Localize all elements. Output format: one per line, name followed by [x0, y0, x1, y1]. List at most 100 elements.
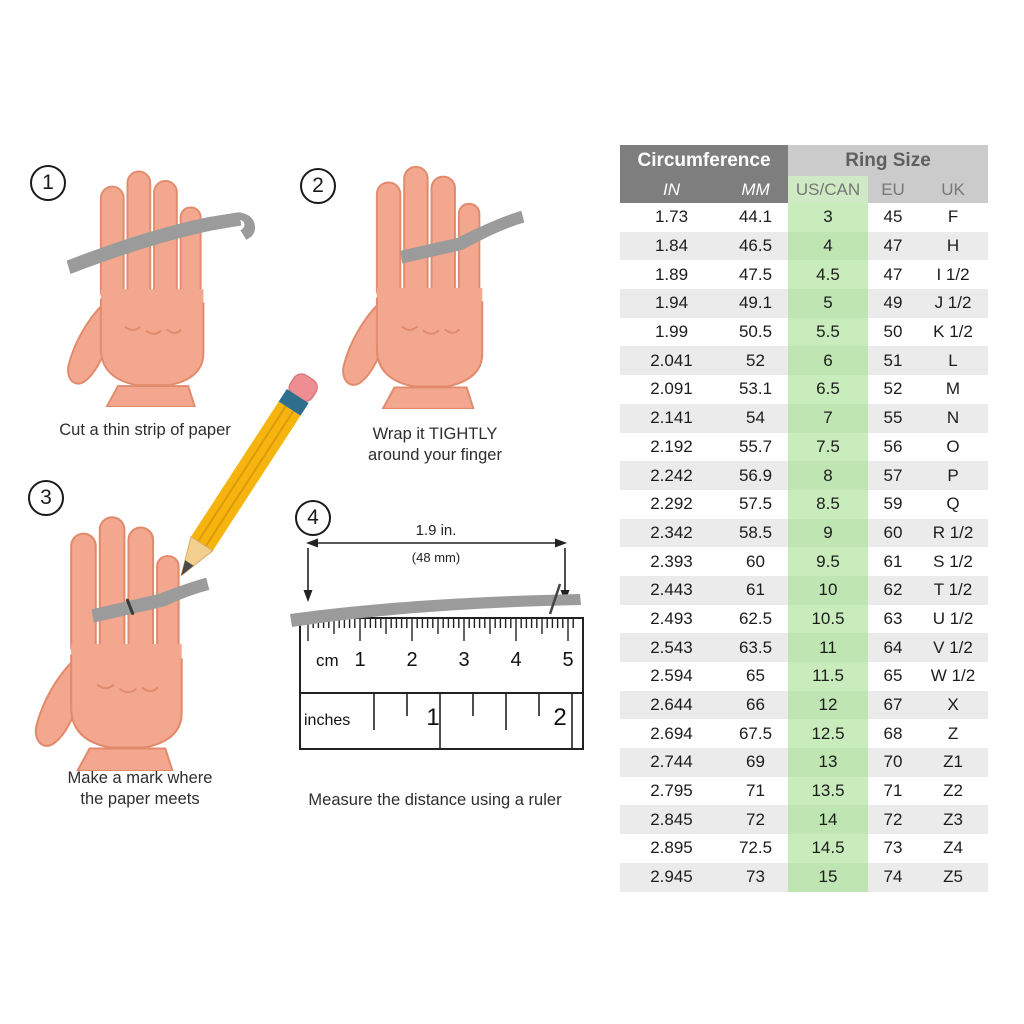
cell-uk: Z4 [943, 838, 963, 858]
paper-strip [66, 212, 242, 274]
paper-strip-wrap [400, 237, 463, 264]
cell-eu: 62 [868, 575, 918, 605]
cell-uscan: 5.5 [788, 317, 868, 347]
cell-uscan: 13 [788, 748, 868, 777]
cell-uk: V 1/2 [918, 633, 989, 662]
cell-in: 2.845 [620, 805, 723, 835]
cell-eu: 71 [883, 781, 903, 801]
cell-uscan: 7 [788, 403, 868, 433]
cell-uscan: 4 [788, 231, 868, 261]
pencil-ferrule [278, 389, 309, 416]
cell-mm: 66 [723, 690, 788, 720]
inch-number: 2 [553, 704, 566, 731]
cell-mm: 60 [746, 551, 765, 571]
pencil-body [190, 401, 301, 551]
length-label-mm: (48 mm) [412, 550, 460, 565]
cell-mm: 52 [723, 346, 788, 376]
cell-mm: 58.5 [723, 518, 788, 548]
ruler-inch-section [299, 692, 584, 750]
ruler-cm-section [299, 617, 584, 694]
cell-in: 2.644 [620, 690, 723, 720]
step-1-hand-illustration [66, 170, 255, 407]
cell-uscan: 12.5 [788, 719, 868, 749]
cell-uscan: 10.5 [788, 604, 868, 634]
cell-uk: W 1/2 [930, 666, 976, 686]
step-3-number: 3 [40, 486, 52, 509]
cell-uk: S 1/2 [933, 551, 973, 571]
table-column-header-row: IN MM US/CAN EU UK [620, 176, 989, 203]
cell-uscan: 8.5 [788, 489, 868, 519]
pencil-illustration [180, 373, 318, 577]
cell-mm: 61 [723, 575, 788, 605]
cell-in: 2.945 [620, 862, 723, 892]
cell-uk: T 1/2 [918, 575, 989, 605]
cell-mm: 46.5 [723, 231, 788, 261]
cell-uscan: 7.5 [788, 432, 868, 462]
cell-mm: 62.5 [738, 608, 773, 628]
cell-mm: 47.5 [738, 264, 773, 284]
cell-uk: Z3 [918, 805, 989, 835]
cell-uscan: 9.5 [788, 547, 868, 576]
cell-uk: Z5 [918, 862, 989, 892]
cell-uk: L [918, 346, 989, 376]
cell-in: 2.091 [650, 379, 693, 399]
step-4-caption: Measure the distance using a ruler [308, 791, 562, 809]
hand-icon [342, 165, 484, 409]
cm-number: 5 [562, 649, 573, 671]
cell-mm: 44.1 [738, 207, 773, 227]
cell-uscan: 6.5 [788, 375, 868, 404]
cell-eu: 61 [883, 551, 903, 571]
inch-number: 1 [426, 704, 439, 731]
length-label-in: 1.9 in. [416, 522, 457, 539]
cell-eu: 49 [868, 289, 918, 318]
column-header-eu: EU [868, 176, 918, 203]
paper-strip-wrap [91, 592, 166, 623]
cell-eu: 63 [883, 608, 903, 628]
cell-eu: 57 [868, 461, 918, 490]
cm-number: 1 [354, 649, 365, 671]
step-2-hand-illustration [342, 165, 525, 409]
cell-uk: X [918, 690, 989, 720]
cell-uscan: 14.5 [788, 834, 868, 863]
cell-in: 2.895 [650, 838, 693, 858]
cell-uk: Q [946, 494, 960, 514]
cell-eu: 65 [883, 666, 903, 686]
ring-size-group-header: Ring Size [788, 145, 989, 176]
cell-mm: 67.5 [738, 723, 773, 743]
paper-strip-over-ruler [290, 583, 581, 627]
cell-uscan: 5 [788, 289, 868, 318]
step-4-number: 4 [307, 506, 319, 529]
step-3-badge: 3 [28, 480, 64, 516]
cell-mm: 55.7 [738, 436, 773, 456]
column-header-mm: MM [723, 176, 788, 203]
step-2-caption: Wrap it TIGHTLY around your finger [368, 425, 502, 465]
cell-mm: 71 [746, 781, 765, 801]
cell-in: 2.292 [650, 494, 693, 514]
cell-mm: 49.1 [723, 289, 788, 318]
cell-in: 2.493 [650, 608, 693, 628]
cell-uscan: 8 [788, 461, 868, 490]
cell-mm: 57.5 [738, 494, 773, 514]
pen-mark [548, 583, 562, 615]
cell-uk: I 1/2 [936, 264, 970, 284]
cell-uk: Z [947, 723, 959, 743]
step-1-badge: 1 [30, 165, 66, 201]
column-header-in: IN [620, 176, 723, 203]
